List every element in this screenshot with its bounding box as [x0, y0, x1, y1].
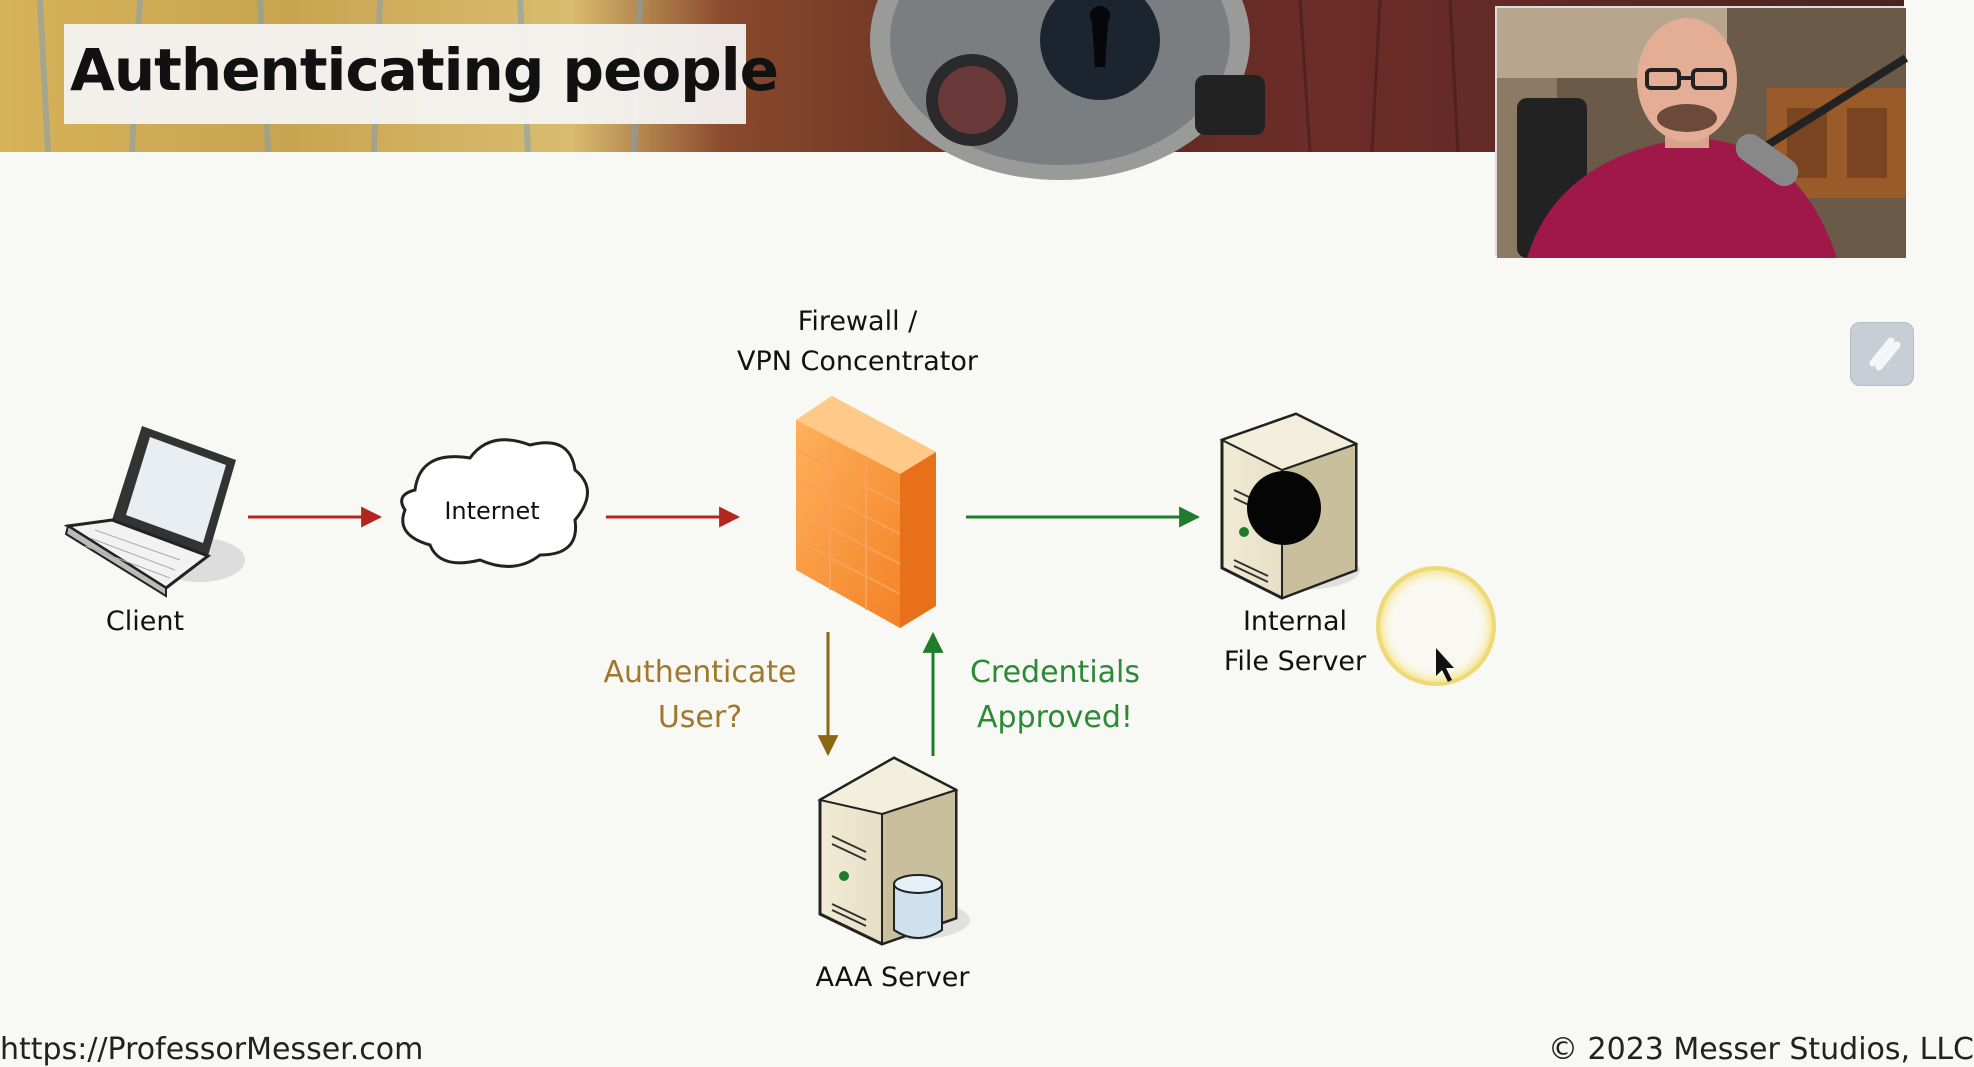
database-server-icon	[817, 756, 970, 946]
auth-request-line1: Authenticate	[603, 655, 797, 690]
laptop-icon	[63, 426, 245, 598]
auth-request-line2: User?	[657, 700, 743, 735]
auth-reply-line1: Credentials	[969, 655, 1141, 690]
internet-label: Internet	[444, 497, 540, 525]
title-backdrop	[64, 24, 746, 124]
auth-reply-label: Credentials Approved!	[955, 650, 1155, 740]
file-server-label-line1: Internal	[1242, 606, 1348, 637]
firewall-label-line2: VPN Concentrator	[736, 346, 979, 377]
cursor-highlight	[1376, 566, 1496, 686]
file-server-label: Internal File Server	[1200, 602, 1390, 682]
mouse-pointer-icon	[1436, 648, 1454, 682]
server-icon	[1219, 412, 1360, 600]
firewall-label-line1: Firewall /	[797, 306, 918, 337]
firewall-icon	[795, 396, 936, 628]
presenter-video	[1495, 6, 1909, 258]
network-diagram	[63, 396, 1496, 946]
firewall-label: Firewall / VPN Concentrator	[720, 302, 995, 382]
app-widget-icon[interactable]	[1850, 322, 1914, 386]
aaa-server-label: AAA Server	[815, 962, 970, 993]
auth-reply-line2: Approved!	[977, 700, 1133, 735]
cloud-icon	[400, 438, 589, 568]
presenter-image	[1497, 8, 1909, 258]
auth-request-label: Authenticate User?	[580, 650, 820, 740]
slide-title: Authenticating people	[70, 36, 779, 104]
footer-url: https://ProfessorMesser.com	[0, 1032, 424, 1067]
file-server-label-line2: File Server	[1223, 646, 1367, 677]
footer-copyright: © 2023 Messer Studios, LLC	[1548, 1032, 1974, 1067]
client-label: Client	[105, 606, 185, 637]
